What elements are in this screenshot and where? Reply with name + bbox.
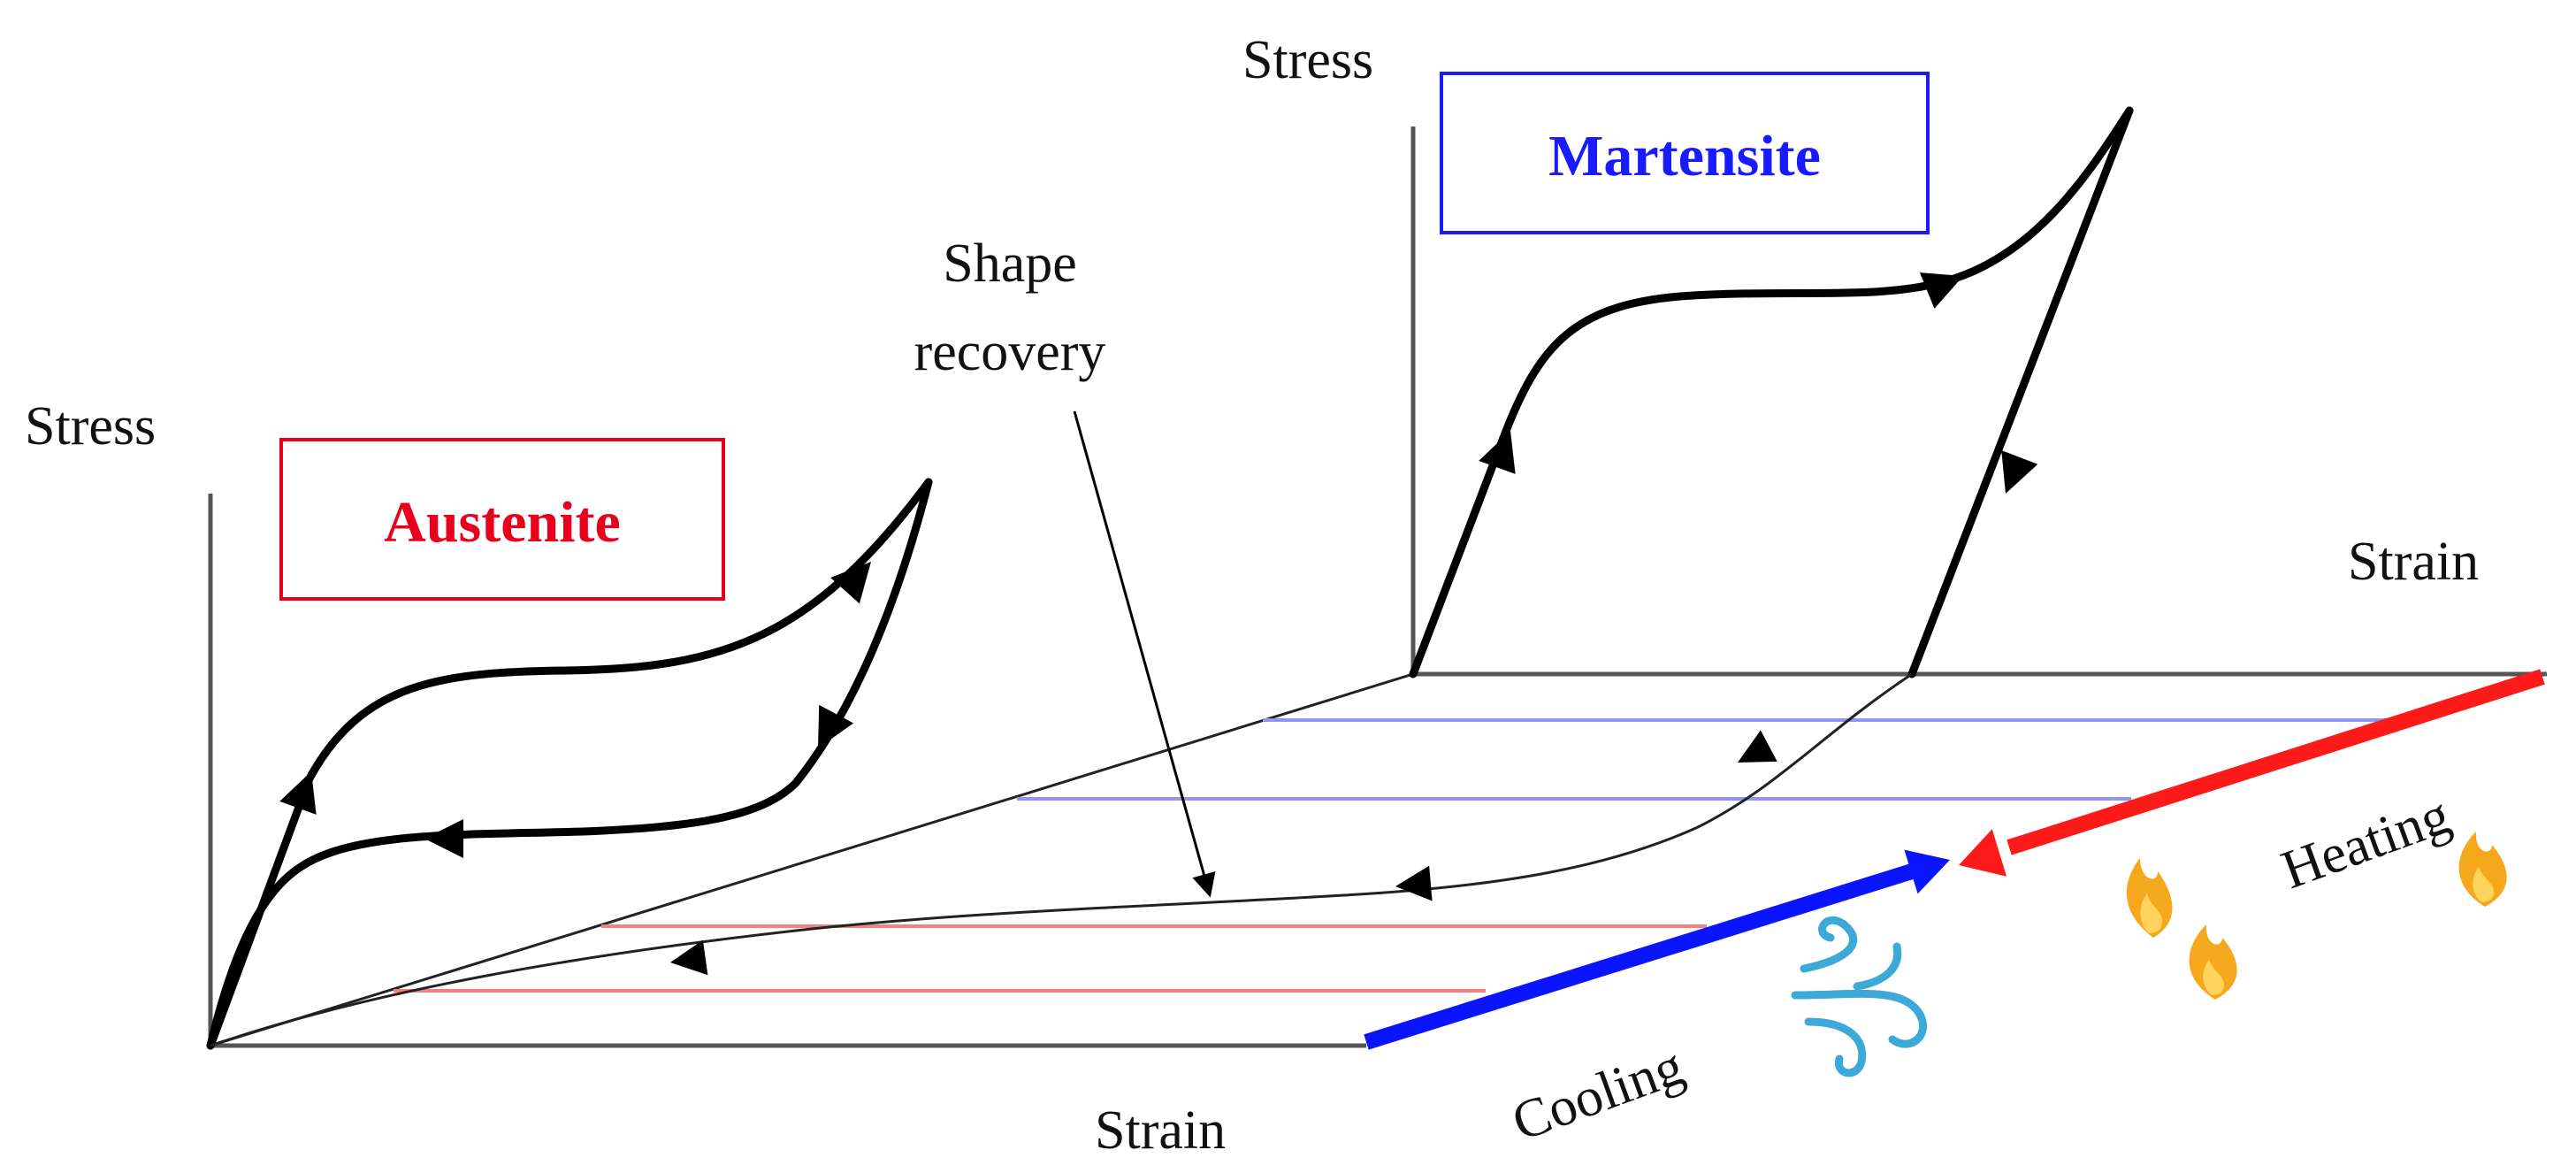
cooling-label: Cooling — [1505, 1036, 1692, 1153]
heating-group: Heating — [1959, 669, 2545, 1000]
martensite-arrow-down — [2001, 450, 2038, 494]
shape-recovery-path: Shape recovery — [210, 234, 1913, 1047]
heating-arrow-shaft — [2007, 669, 2545, 855]
martensite-label: Martensite — [1548, 124, 1821, 188]
recovery-arrow-3 — [670, 939, 708, 976]
austenite-loading-curve — [206, 478, 933, 1050]
base-plane — [210, 671, 2547, 1048]
austenite-label: Austenite — [384, 490, 621, 555]
shape-recovery-pointer — [1073, 410, 1216, 898]
austenite-panel: Stress Austenite — [25, 396, 933, 1050]
martensite-loading-curve — [1409, 106, 2134, 678]
martensite-panel: Stress Strain Martensite — [1242, 30, 2479, 678]
austenite-arrow-return — [424, 819, 463, 858]
austenite-arrow-load — [830, 562, 871, 604]
martensite-strain-label: Strain — [2348, 532, 2479, 592]
flame-icon — [2126, 832, 2507, 1000]
heating-label: Heating — [2274, 785, 2458, 901]
austenite-box — [279, 438, 725, 601]
austenite-arrow-up — [279, 771, 317, 815]
martensite-arrow-load — [1919, 272, 1963, 309]
back-edge-line — [210, 672, 1414, 1047]
austenite-stress-label: Stress — [25, 396, 156, 456]
recovery-curve — [210, 672, 1913, 1047]
cooling-arrow-head — [1904, 849, 1950, 894]
base-strain-label: Strain — [1095, 1100, 1226, 1161]
austenite-unloading-curve — [206, 478, 933, 1050]
shape-recovery-label-line1: Shape — [943, 234, 1077, 294]
martensite-unloading-line — [1907, 106, 2134, 678]
martensite-box — [1440, 72, 1930, 234]
wind-icon — [1791, 916, 1928, 1077]
martensite-stress-label: Stress — [1242, 30, 1373, 90]
cooling-arrow-shaft — [1364, 863, 1915, 1050]
recovery-arrow-1 — [1738, 730, 1777, 763]
austenite-arrow-down — [818, 704, 854, 748]
heating-arrow-head — [1959, 829, 2007, 877]
recovery-arrow-2 — [1395, 865, 1433, 901]
martensite-arrow-up — [1479, 431, 1516, 474]
shape-recovery-label-line2: recovery — [914, 322, 1106, 382]
